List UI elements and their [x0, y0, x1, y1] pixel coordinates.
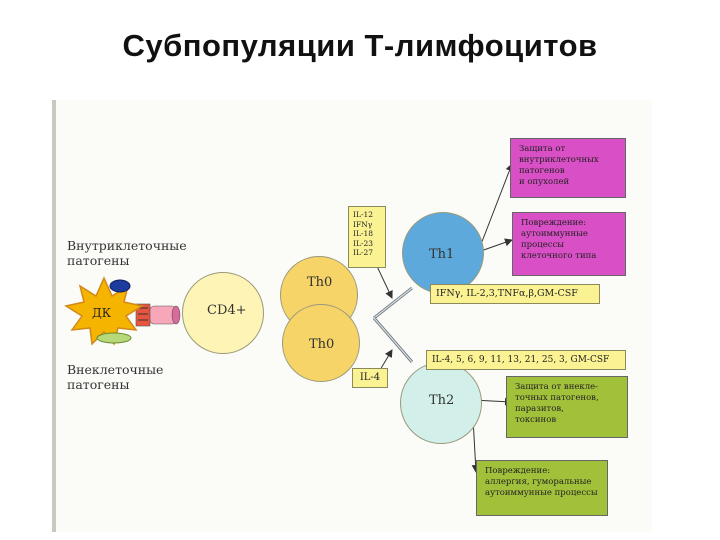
th1-label: Th1 — [429, 247, 455, 262]
pathogen-intracellular — [109, 279, 131, 293]
arrow-th1-protection — [477, 163, 514, 253]
scan-edge — [52, 100, 56, 532]
th0-cell-bottom: Th0 — [282, 304, 360, 382]
cd4-cell: CD4+ — [182, 272, 264, 354]
th0-top-label: Th0 — [307, 275, 333, 290]
th1-cell: Th1 — [402, 212, 484, 294]
pathogen-extracellular — [96, 332, 132, 344]
th1-inducing-cytokines: IL-12 IFNγ IL-18 IL-23 IL-27 — [348, 206, 386, 268]
cd4-label: CD4+ — [207, 303, 247, 318]
th1-protection-box: Защита от внутриклеточных патогенов и оп… — [510, 138, 626, 198]
th0-bottom-label: Th0 — [309, 337, 335, 352]
label-intracellular-pathogens: Внутриклеточные патогены — [67, 238, 187, 268]
th2-label: Th2 — [429, 393, 455, 408]
th2-protection-text: Защита от внекле- точных патогенов, пара… — [515, 382, 599, 425]
diagram-arrows — [64, 163, 514, 473]
dc-label: ДК — [92, 306, 112, 320]
th2-damage-text: Повреждение: аллергия, гуморальные аутои… — [485, 466, 598, 498]
th1-damage-text: Повреждение: аутоиммунные процессы клето… — [521, 218, 597, 261]
th2-protection-box: Защита от внекле- точных патогенов, пара… — [506, 376, 628, 438]
slide-title: Субпопуляции Т-лимфоцитов — [122, 28, 598, 63]
th1-protection-text: Защита от внутриклеточных патогенов и оп… — [519, 144, 599, 187]
th2-damage-box: Повреждение: аллергия, гуморальные аутои… — [476, 460, 608, 516]
th2-output-cytokines: IL-4, 5, 6, 9, 11, 13, 21, 25, 3, GM-CSF — [426, 350, 626, 370]
th1-damage-box: Повреждение: аутоиммунные процессы клето… — [512, 212, 626, 276]
t-cell-diagram: Внутриклеточные патогены Внеклеточные па… — [52, 100, 652, 532]
th2-inducing-cytokine: IL-4 — [352, 368, 388, 388]
th1-output-cytokines: IFNγ, IL-2,3,TNFα,β,GM-CSF — [430, 284, 600, 304]
label-extracellular-pathogens: Внеклеточные патогены — [67, 362, 164, 392]
dendritic-cell-shape — [64, 276, 144, 346]
th2-cell: Th2 — [400, 362, 482, 444]
